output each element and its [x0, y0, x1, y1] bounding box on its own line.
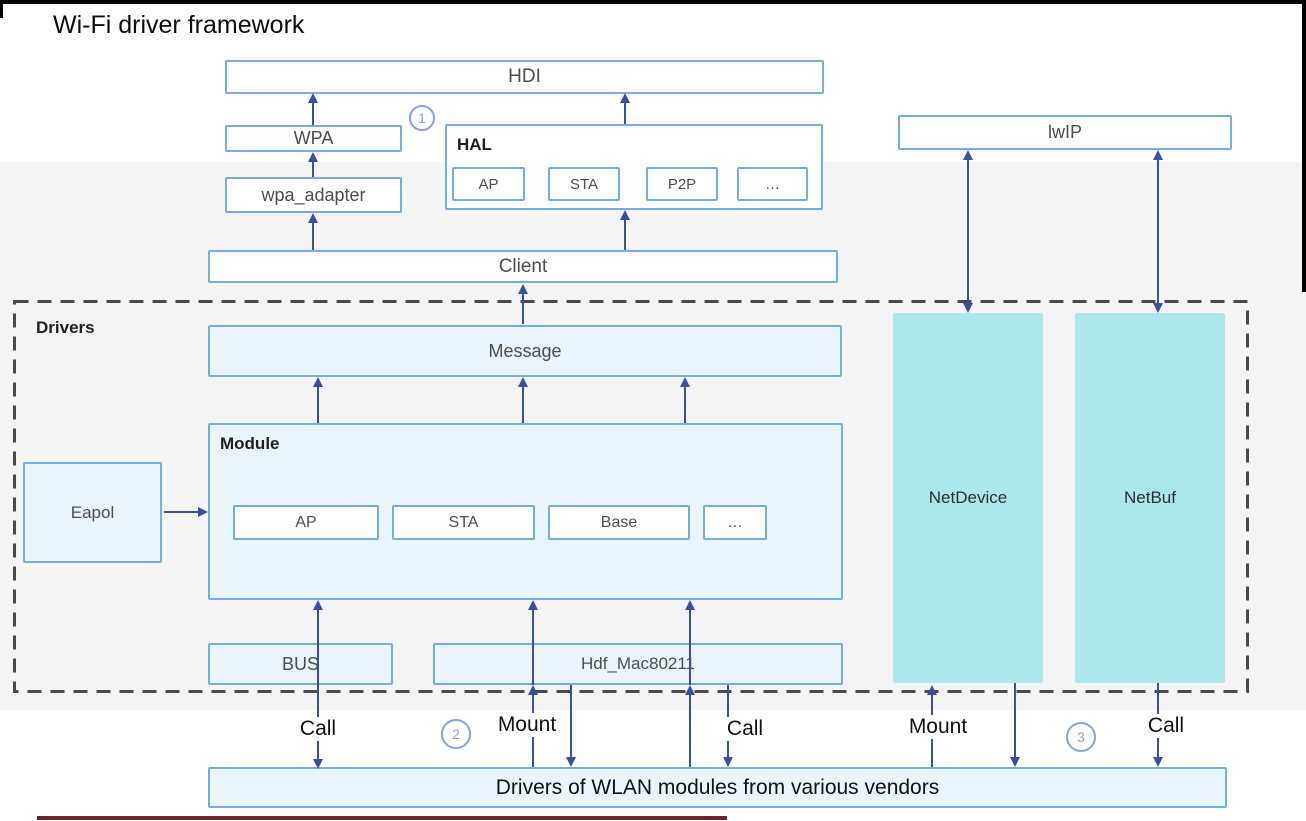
- netdevice-box-label: NetDevice: [928, 488, 1008, 507]
- hdf-mac80211-box-label: Hdf_Mac80211: [580, 654, 696, 673]
- module-sta-box-label: STA: [448, 513, 479, 531]
- hal-sta-box-label: STA: [569, 175, 599, 193]
- circle-1: 1: [409, 105, 435, 131]
- module-ap-box: AP: [233, 505, 379, 540]
- drivers-region-label: Drivers: [36, 318, 95, 337]
- image-border-top: [0, 0, 1306, 4]
- module-sta-box: STA: [392, 505, 535, 540]
- hdi-box: HDI: [225, 60, 824, 94]
- vendors-box: Drivers of WLAN modules from various ven…: [208, 767, 1227, 808]
- circle-3: 3: [1066, 722, 1096, 752]
- module-box-label: Module: [220, 434, 280, 453]
- hal-p2p-box: P2P: [646, 167, 718, 201]
- module-base-box-label: Base: [600, 513, 638, 531]
- netbuf-box: NetBuf: [1075, 313, 1225, 683]
- hal-box-label: HAL: [457, 135, 492, 154]
- vendors-box-label: Drivers of WLAN modules from various ven…: [495, 775, 940, 799]
- client-box: Client: [208, 250, 838, 283]
- lwip-box: lwIP: [898, 115, 1232, 150]
- wpa-adapter-box: wpa_adapter: [225, 177, 402, 213]
- message-box: Message: [208, 325, 842, 377]
- hal-more-box: …: [737, 167, 808, 201]
- hdf-mac80211-box: Hdf_Mac80211: [433, 643, 843, 685]
- hal-p2p-box-label: P2P: [667, 175, 697, 193]
- lwip-box-label: lwIP: [1047, 122, 1082, 142]
- page-title: Wi-Fi driver framework: [53, 11, 305, 39]
- mount-netdevice-label: Mount: [904, 715, 972, 739]
- hal-ap-box-label: AP: [478, 175, 499, 193]
- image-border-corner: [0, 0, 3, 18]
- eapol-box-label: Eapol: [70, 502, 115, 522]
- image-border-right: [1302, 0, 1306, 292]
- bottom-edge-strip: [37, 816, 727, 820]
- mount-hdf-label: Mount: [493, 713, 561, 737]
- client-box-label: Client: [498, 255, 548, 277]
- wpa-box: WPA: [225, 125, 402, 152]
- module-base-box: Base: [548, 505, 690, 540]
- module-ap-box-label: AP: [295, 513, 317, 531]
- call-hdf-label: Call: [722, 717, 768, 741]
- module-more-box-label: …: [727, 513, 743, 531]
- hal-ap-box: AP: [452, 167, 525, 201]
- call-netbuf-label: Call: [1143, 714, 1189, 738]
- bus-box-label: BUS: [281, 653, 319, 674]
- wpa-box-label: WPA: [293, 128, 334, 148]
- circle-2: 2: [441, 719, 471, 749]
- module-more-box: …: [703, 505, 767, 540]
- bus-box: BUS: [208, 643, 393, 685]
- netbuf-box-label: NetBuf: [1124, 488, 1176, 507]
- message-box-label: Message: [488, 340, 562, 361]
- call-bus-label: Call: [295, 717, 341, 741]
- hal-more-box-label: …: [765, 175, 780, 193]
- netdevice-box: NetDevice: [893, 313, 1043, 683]
- eapol-box: Eapol: [23, 462, 162, 563]
- hal-sta-box: STA: [548, 167, 620, 201]
- hdi-box-label: HDI: [508, 66, 541, 87]
- wpa-adapter-box-label: wpa_adapter: [261, 184, 366, 205]
